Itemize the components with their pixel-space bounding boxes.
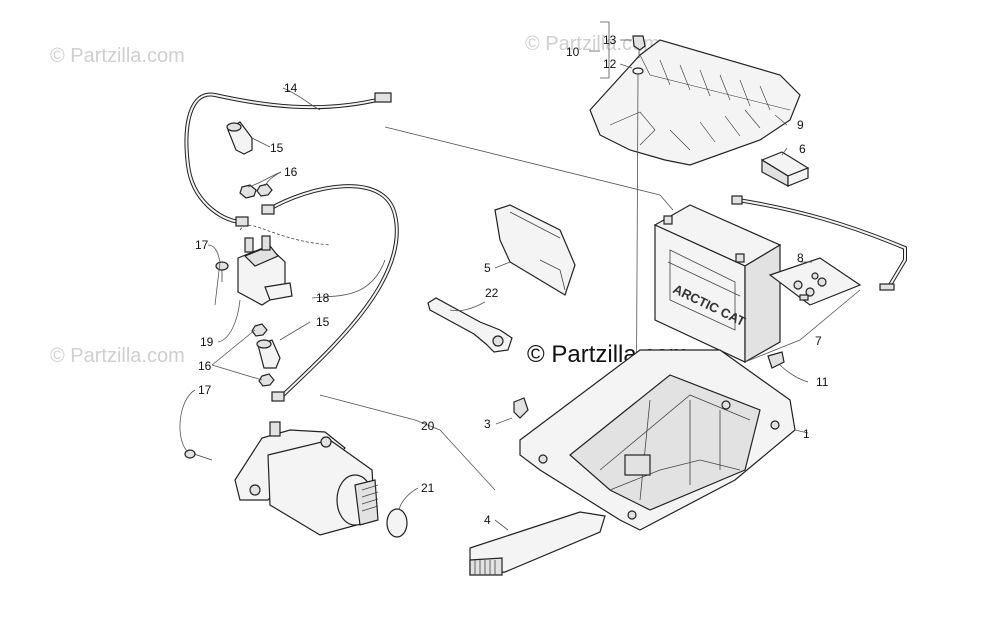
watermark-middle-left: © Partzilla.com [50, 345, 185, 367]
callout-14: 14 [284, 81, 298, 95]
callout-20: 20 [421, 419, 435, 433]
callout-8: 8 [797, 251, 804, 265]
bolt-bottom [184, 449, 213, 461]
starter-solenoid [237, 225, 331, 306]
callout-16-bottom: 16 [198, 359, 212, 373]
callout-15-top: 15 [270, 141, 284, 155]
positive-cable [184, 92, 392, 227]
callout-15-bottom: 15 [316, 315, 330, 329]
spanner-wrench [427, 297, 513, 353]
terminal-boot-top [226, 121, 253, 155]
terminal-boot-bottom [256, 339, 281, 369]
battery-cover [589, 39, 801, 166]
clip-11 [767, 351, 785, 369]
callout-1: 1 [803, 427, 810, 441]
callout-6: 6 [799, 142, 806, 156]
clip [495, 397, 529, 425]
o-ring [386, 508, 408, 538]
callout-13: 13 [603, 33, 617, 47]
foam-pad [760, 151, 810, 188]
callout-12: 12 [603, 57, 617, 71]
starter-cable [261, 184, 399, 402]
battery-tray [519, 349, 796, 531]
watermark-top-left: © Partzilla.com [50, 45, 185, 67]
callout-22: 22 [485, 286, 499, 300]
callout-7: 7 [815, 334, 822, 348]
heat-shield [494, 204, 576, 296]
callout-17-bottom: 17 [198, 383, 212, 397]
callout-4: 4 [484, 513, 491, 527]
hardware-kit [768, 257, 862, 306]
nut-bottom [251, 323, 275, 387]
pad [469, 511, 606, 576]
starter-motor [234, 421, 379, 536]
callout-17-top: 17 [195, 238, 209, 252]
nut-top [239, 183, 273, 199]
callout-9: 9 [797, 118, 804, 132]
watermark-top-center: © Partzilla.com [525, 33, 660, 55]
leader-14-battery [384, 126, 661, 196]
callout-5: 5 [484, 261, 491, 275]
callout-11: 11 [816, 375, 829, 389]
callout-3: 3 [484, 417, 491, 431]
callout-16-top: 16 [284, 165, 298, 179]
callout-7-bracket [744, 289, 861, 363]
callout-18: 18 [316, 291, 330, 305]
left-leaders [179, 87, 812, 531]
callout-10-bracket [589, 21, 633, 79]
callout-21: 21 [421, 481, 435, 495]
callout-10: 10 [566, 45, 580, 59]
battery: ARCTIC CAT [653, 204, 782, 364]
callout-19: 19 [200, 335, 214, 349]
battery-cable [731, 195, 907, 291]
